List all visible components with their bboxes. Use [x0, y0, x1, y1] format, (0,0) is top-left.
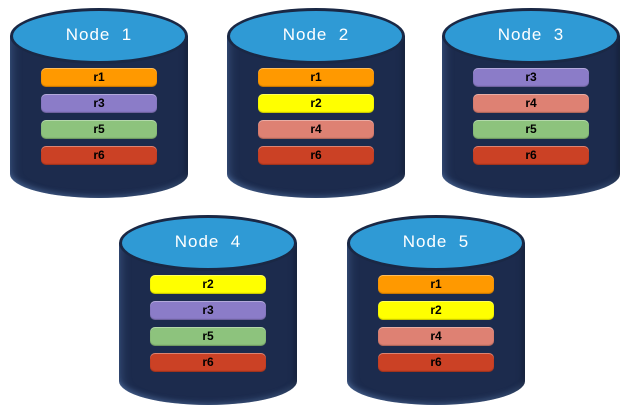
replica-bar: r4 — [378, 327, 494, 346]
replica-bar-list: r2 r3 r5 r6 — [150, 275, 266, 379]
replica-bar: r1 — [258, 68, 374, 87]
cylinder-top: Node 5 — [347, 215, 525, 271]
replica-bar-list: r1 r3 r5 r6 — [41, 68, 157, 172]
replica-bar: r2 — [258, 94, 374, 113]
replica-bar: r2 — [378, 301, 494, 320]
replica-bar: r6 — [473, 146, 589, 165]
replica-bar-list: r1 r2 r4 r6 — [378, 275, 494, 379]
replica-bar: r1 — [378, 275, 494, 294]
database-node-5: Node 5 r1 r2 r4 r6 — [347, 215, 525, 405]
node-title: Node 2 — [282, 25, 350, 44]
replica-bar: r3 — [41, 94, 157, 113]
replica-bar: r4 — [473, 94, 589, 113]
replica-bar: r4 — [258, 120, 374, 139]
replica-bar: r5 — [473, 120, 589, 139]
replica-bar: r3 — [473, 68, 589, 87]
cylinder-top: Node 3 — [442, 8, 620, 64]
node-title: Node 3 — [497, 25, 565, 44]
replica-bar: r6 — [41, 146, 157, 165]
replica-bar: r3 — [150, 301, 266, 320]
node-title: Node 4 — [174, 232, 242, 251]
database-node-4: Node 4 r2 r3 r5 r6 — [119, 215, 297, 405]
database-node-1: Node 1 r1 r3 r5 r6 — [10, 8, 188, 198]
replica-bar: r1 — [41, 68, 157, 87]
replica-bar: r5 — [150, 327, 266, 346]
node-title: Node 5 — [402, 232, 470, 251]
database-node-2: Node 2 r1 r2 r4 r6 — [227, 8, 405, 198]
node-title: Node 1 — [65, 25, 133, 44]
replica-bar: r6 — [150, 353, 266, 372]
replica-bar: r5 — [41, 120, 157, 139]
cylinder-top: Node 1 — [10, 8, 188, 64]
replica-bar: r6 — [378, 353, 494, 372]
replica-bar-list: r3 r4 r5 r6 — [473, 68, 589, 172]
cylinder-top: Node 2 — [227, 8, 405, 64]
replica-bar: r6 — [258, 146, 374, 165]
replica-bar-list: r1 r2 r4 r6 — [258, 68, 374, 172]
cylinder-top: Node 4 — [119, 215, 297, 271]
database-node-3: Node 3 r3 r4 r5 r6 — [442, 8, 620, 198]
replica-bar: r2 — [150, 275, 266, 294]
